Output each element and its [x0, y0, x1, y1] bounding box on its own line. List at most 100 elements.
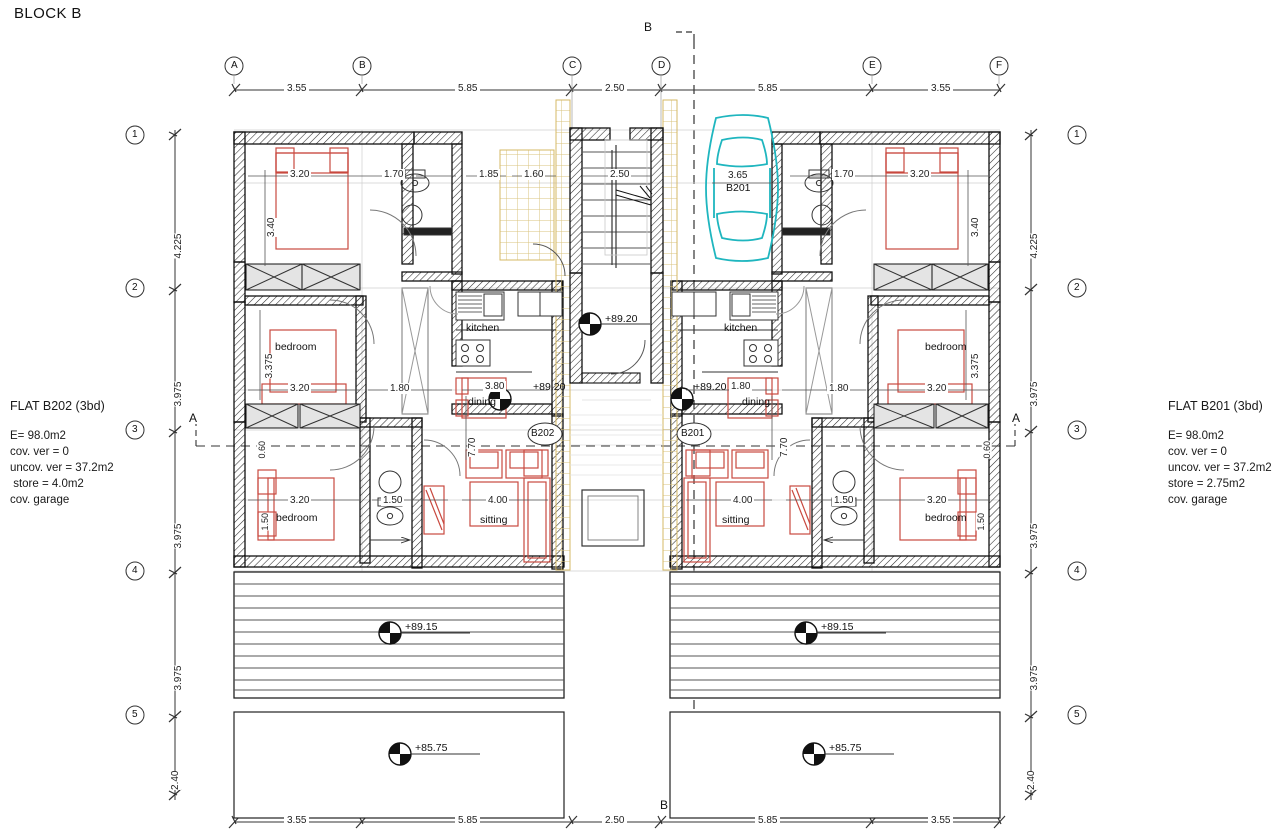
flat-left-line-2: uncov. ver = 37.2m2 [10, 462, 114, 474]
level-marker-left-lower [388, 742, 412, 766]
flat-right-line-4: cov. garage [1168, 494, 1228, 506]
right-bedroom-bot-label: bedroom [925, 512, 967, 524]
level-markers [378, 312, 894, 766]
flat-tag-left: B202 [531, 428, 555, 439]
level-text-stair: +89.20 [605, 313, 638, 325]
page-title: BLOCK B [14, 5, 82, 22]
level-marker-right-dining [670, 387, 694, 411]
left-depth-dim: 7.70 [467, 437, 479, 457]
top-dim-3: 5.85 [755, 83, 781, 94]
left-bed-bot-width: 3.20 [288, 495, 312, 506]
level-text-left-dining: +89.20 [533, 381, 566, 393]
section-label-a-right: A [1012, 411, 1021, 425]
level-text-left-lower: +85.75 [415, 742, 448, 754]
bottom-dim-3: 5.85 [755, 815, 781, 826]
left-dimension-line [125, 125, 182, 801]
left-dim-1: 3.975 [173, 381, 185, 407]
grid-label-F-top: F [996, 60, 1003, 71]
top-dim-2: 2.50 [602, 83, 628, 94]
right-kitchen-label: kitchen [724, 322, 758, 334]
flat-left-line-3: store = 4.0m2 [10, 478, 84, 490]
section-label-a-left: A [189, 411, 198, 425]
left-dim-3: 3.975 [173, 665, 185, 691]
left-bedroom-bot-label: bedroom [276, 512, 318, 524]
flat-info-left: FLAT B202 (3bd) E= 98.0m2 cov. ver = 0 u… [10, 398, 114, 508]
level-text-right-terrace: +89.15 [821, 621, 854, 633]
grid-label-D-top: D [658, 60, 666, 71]
grid-label-A-top: A [231, 60, 238, 71]
flat-right-line-3: store = 2.75m2 [1168, 478, 1246, 490]
bottom-dim-1: 5.85 [455, 815, 481, 826]
left-dim-2: 3.975 [173, 523, 185, 549]
level-marker-right-terrace [794, 621, 818, 645]
left-bed-top-width: 3.20 [288, 169, 312, 180]
grid-label-4-left: 4 [132, 565, 138, 576]
left-sitting-width: 4.00 [486, 495, 510, 506]
top-dim-1: 5.85 [455, 83, 481, 94]
light-grid-lines [234, 129, 1000, 572]
flat-left-line-4: cov. garage [10, 494, 70, 506]
section-label-b-top: B [644, 20, 653, 34]
right-wardrobe-depth: 0.60 [981, 441, 992, 459]
fixtures-right [671, 169, 989, 540]
left-bath-top-width: 1.70 [382, 169, 406, 180]
right-dim-3: 3.975 [1029, 665, 1041, 691]
right-dining-width: 1.80 [729, 381, 753, 392]
right-dining-label: dining [742, 396, 771, 408]
right-hall-width: 1.80 [827, 383, 851, 394]
level-text-right-lower: +85.75 [829, 742, 862, 754]
flat-tag-left-bubble [527, 422, 563, 446]
grid-label-1-right: 1 [1074, 129, 1080, 140]
grid-label-5-left: 5 [132, 709, 138, 720]
terrace-left [233, 571, 565, 819]
garage-width-dim: 3.65 [726, 170, 750, 181]
interior-dim-lines [248, 170, 988, 501]
level-text-right-dining: +89.20 [694, 381, 727, 393]
grid-label-C-top: C [569, 60, 577, 71]
stair-width-dim: 1.60 [522, 169, 546, 180]
left-dim-4: 2.40 [170, 770, 182, 790]
grid-label-4-right: 4 [1074, 565, 1080, 576]
level-marker-right-lower [802, 742, 826, 766]
grid-label-B-top: B [359, 60, 366, 71]
left-bath-bot-width: 1.50 [381, 495, 405, 506]
right-bath-bot-width: 1.50 [832, 495, 856, 506]
right-bed-mid-width: 3.20 [925, 383, 949, 394]
flat-info-right: FLAT B201 (3bd) E= 98.0m2 cov. ver = 0 u… [1168, 398, 1272, 508]
top-dim-0: 3.55 [284, 83, 310, 94]
flat-right-title: FLAT B201 (3bd) [1168, 399, 1263, 413]
left-hall-width: 1.80 [388, 383, 412, 394]
right-sitting-width: 4.00 [731, 495, 755, 506]
bottom-dim-0: 3.55 [284, 815, 310, 826]
section-b-tick-top [676, 31, 695, 44]
left-bath-bot-depth: 1.50 [259, 513, 270, 531]
flat-tag-right: B201 [681, 428, 705, 439]
right-dim-1: 3.975 [1029, 381, 1041, 407]
bottom-dim-2: 2.50 [602, 815, 628, 826]
grid-label-2-left: 2 [132, 282, 138, 293]
left-kitchen-label: kitchen [466, 322, 500, 334]
level-text-left-terrace: +89.15 [405, 621, 438, 633]
left-dining-label: dining [468, 396, 497, 408]
left-dining-width: 3.80 [483, 381, 507, 392]
terrace-right [669, 571, 1001, 819]
right-depth-dim: 7.70 [779, 437, 791, 457]
grid-label-2-right: 2 [1074, 282, 1080, 293]
stair-run-dim: 2.50 [608, 169, 632, 180]
left-sitting-label: sitting [480, 514, 508, 526]
grid-label-E-top: E [869, 60, 876, 71]
flat-left-line-0: E= 98.0m2 [10, 430, 66, 442]
right-bed-top-width: 3.20 [908, 169, 932, 180]
right-bath-top-width: 1.70 [832, 169, 856, 180]
flat-right-line-2: uncov. ver = 37.2m2 [1168, 462, 1272, 474]
grid-label-5-right: 5 [1074, 709, 1080, 720]
left-bedroom-mid-label: bedroom [275, 341, 317, 353]
right-bed-mid-height: 3.375 [970, 353, 982, 379]
furniture-right [683, 147, 977, 563]
left-bed-mid-width: 3.20 [288, 383, 312, 394]
left-bed-mid-height: 3.375 [264, 353, 276, 379]
level-marker-left-terrace [378, 621, 402, 645]
door-swings [329, 209, 905, 477]
top-dim-4: 3.55 [928, 83, 954, 94]
left-wardrobe-depth: 0.60 [256, 441, 267, 459]
